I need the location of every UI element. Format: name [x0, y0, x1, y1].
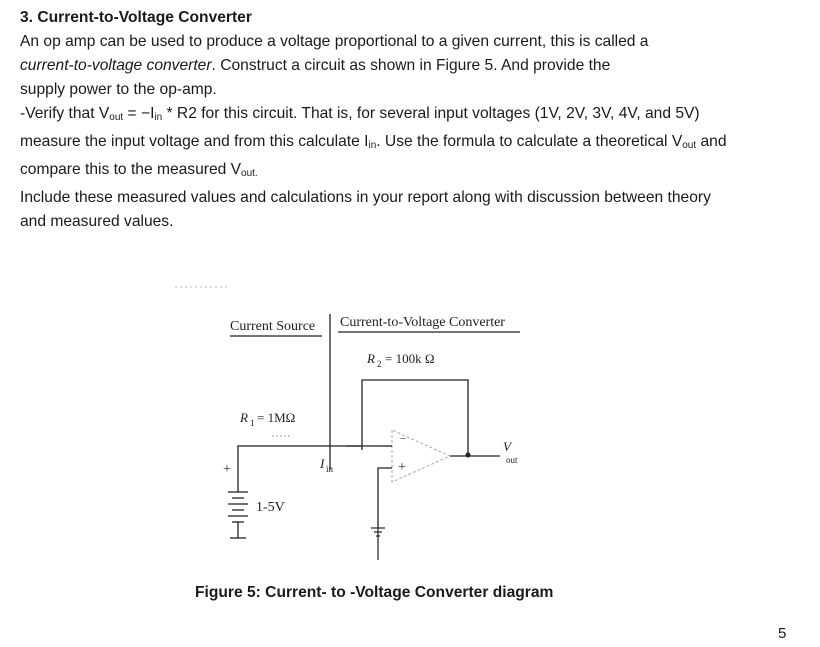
compare-text-a: compare this to the measured V — [20, 161, 242, 178]
verify-text-a: -Verify that V — [20, 105, 110, 122]
measure-text-a: measure the input voltage and from this … — [20, 133, 369, 150]
source-range-label: 1-5V — [256, 500, 285, 515]
measure-sub-out: out — [682, 140, 697, 151]
svg-text:V: V — [503, 439, 513, 454]
intro-text-3: supply power to the op-amp. — [20, 81, 217, 98]
svg-text:out: out — [506, 455, 518, 465]
verify-text-b: = −I — [123, 105, 155, 122]
input-wire — [237, 445, 382, 478]
noninverting-wire — [377, 467, 392, 528]
include-line-1: Include these measured values and calcul… — [20, 189, 711, 206]
r1-label: R 1 = 1MΩ — [239, 410, 295, 428]
section-heading: 3. Current-to-Voltage Converter — [20, 9, 252, 26]
svg-text:R: R — [366, 351, 375, 366]
measure-text-b: . Use the formula to calculate a theoret… — [376, 133, 683, 150]
page-number: 5 — [778, 625, 787, 642]
verify-text-c: * R2 for this circuit. That is, for seve… — [162, 105, 700, 122]
measure-text-c: and — [696, 133, 727, 150]
figure-caption: Figure 5: Current- to -Voltage Converter… — [195, 584, 554, 601]
verify-sub-out: out — [109, 112, 124, 123]
converter-label: Current-to-Voltage Converter — [340, 315, 505, 330]
svg-text:in: in — [326, 464, 334, 474]
opamp-minus: − — [400, 433, 406, 445]
compare-sub-out: out. — [241, 168, 258, 179]
current-source-label: Current Source — [230, 319, 315, 334]
opamp-ground-icon — [371, 527, 385, 560]
r2-label: R 2 = 100k Ω — [366, 351, 435, 369]
intro-text-2: . Construct a circuit as shown in Figure… — [211, 57, 611, 74]
svg-text:2: 2 — [377, 359, 382, 369]
svg-text:1: 1 — [250, 418, 255, 428]
include-line-2: and measured values. — [20, 213, 174, 230]
problem-text: 3. Current-to-Voltage Converter An op am… — [20, 6, 810, 234]
measure-sub-in: in — [368, 140, 377, 151]
verify-sub-in: in — [154, 112, 163, 123]
intro-text-1: An op amp can be used to produce a volta… — [20, 33, 649, 50]
intro-paragraph: An op amp can be used to produce a volta… — [20, 30, 810, 102]
output-junction — [465, 452, 471, 458]
iin-label: I in — [319, 456, 334, 474]
svg-text:= 100k Ω: = 100k Ω — [385, 351, 435, 366]
svg-text:= 1MΩ: = 1MΩ — [257, 410, 295, 425]
feedback-wire — [361, 379, 469, 455]
opamp-triangle — [391, 429, 452, 483]
instructions-paragraph: -Verify that Vout = −Iin * R2 for this c… — [20, 102, 810, 186]
svg-text:R: R — [239, 410, 248, 425]
intro-emphasis: current-to-voltage converter — [20, 57, 212, 74]
opamp-plus: + — [398, 460, 406, 475]
source-plus-sign: + — [223, 462, 231, 477]
svg-text:I: I — [319, 456, 325, 471]
battery-icon — [228, 478, 248, 539]
vout-label: V out — [503, 439, 518, 465]
report-paragraph: Include these measured values and calcul… — [20, 186, 810, 234]
circuit-diagram: Current Source Current-to-Voltage Conver… — [175, 286, 520, 560]
